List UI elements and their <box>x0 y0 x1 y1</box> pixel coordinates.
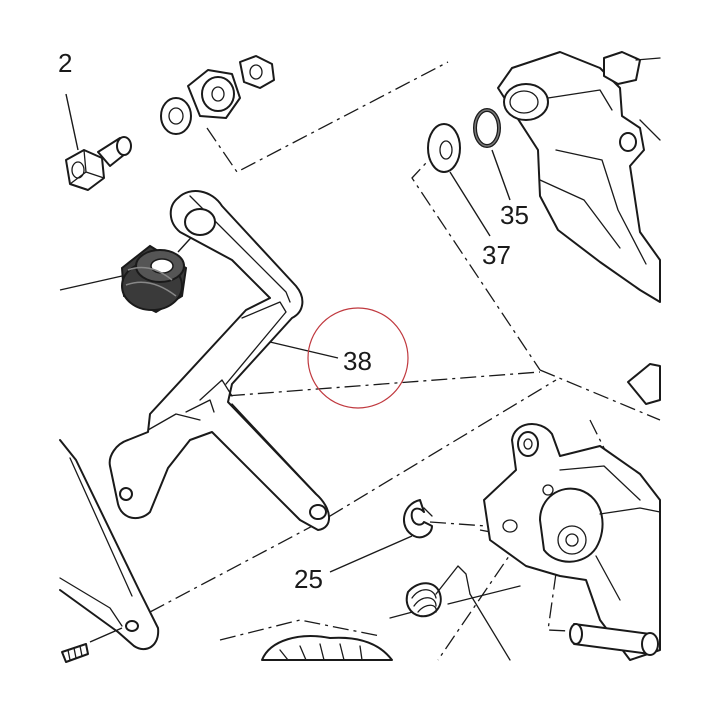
bolt-assembly <box>65 55 275 191</box>
leader-2 <box>65 93 79 151</box>
footrest-rubber <box>261 635 393 661</box>
callout-35: 35 <box>500 200 529 230</box>
eclip-25 <box>403 499 433 539</box>
leader-37 <box>449 171 491 237</box>
rubber-bushing <box>120 244 188 314</box>
leader-38 <box>269 341 339 359</box>
leader-bushing <box>59 275 123 291</box>
clip-right <box>627 363 661 405</box>
pivot-housing <box>483 422 661 661</box>
leader-35 <box>491 149 511 201</box>
washer-37 <box>427 123 461 173</box>
callout-25: 25 <box>294 564 323 594</box>
housing-top-right <box>497 51 661 303</box>
callout-2: 2 <box>58 48 72 78</box>
torsion-spring <box>389 565 521 661</box>
bracket-part-38 <box>108 190 330 531</box>
pedal-arm <box>59 439 160 663</box>
callout-37: 37 <box>482 240 511 270</box>
leader-25 <box>329 535 413 573</box>
callout-38: 38 <box>343 346 372 376</box>
highlight-circle <box>307 307 409 409</box>
pin <box>569 623 659 656</box>
oring-35 <box>473 108 501 148</box>
leader-arm <box>89 627 123 643</box>
